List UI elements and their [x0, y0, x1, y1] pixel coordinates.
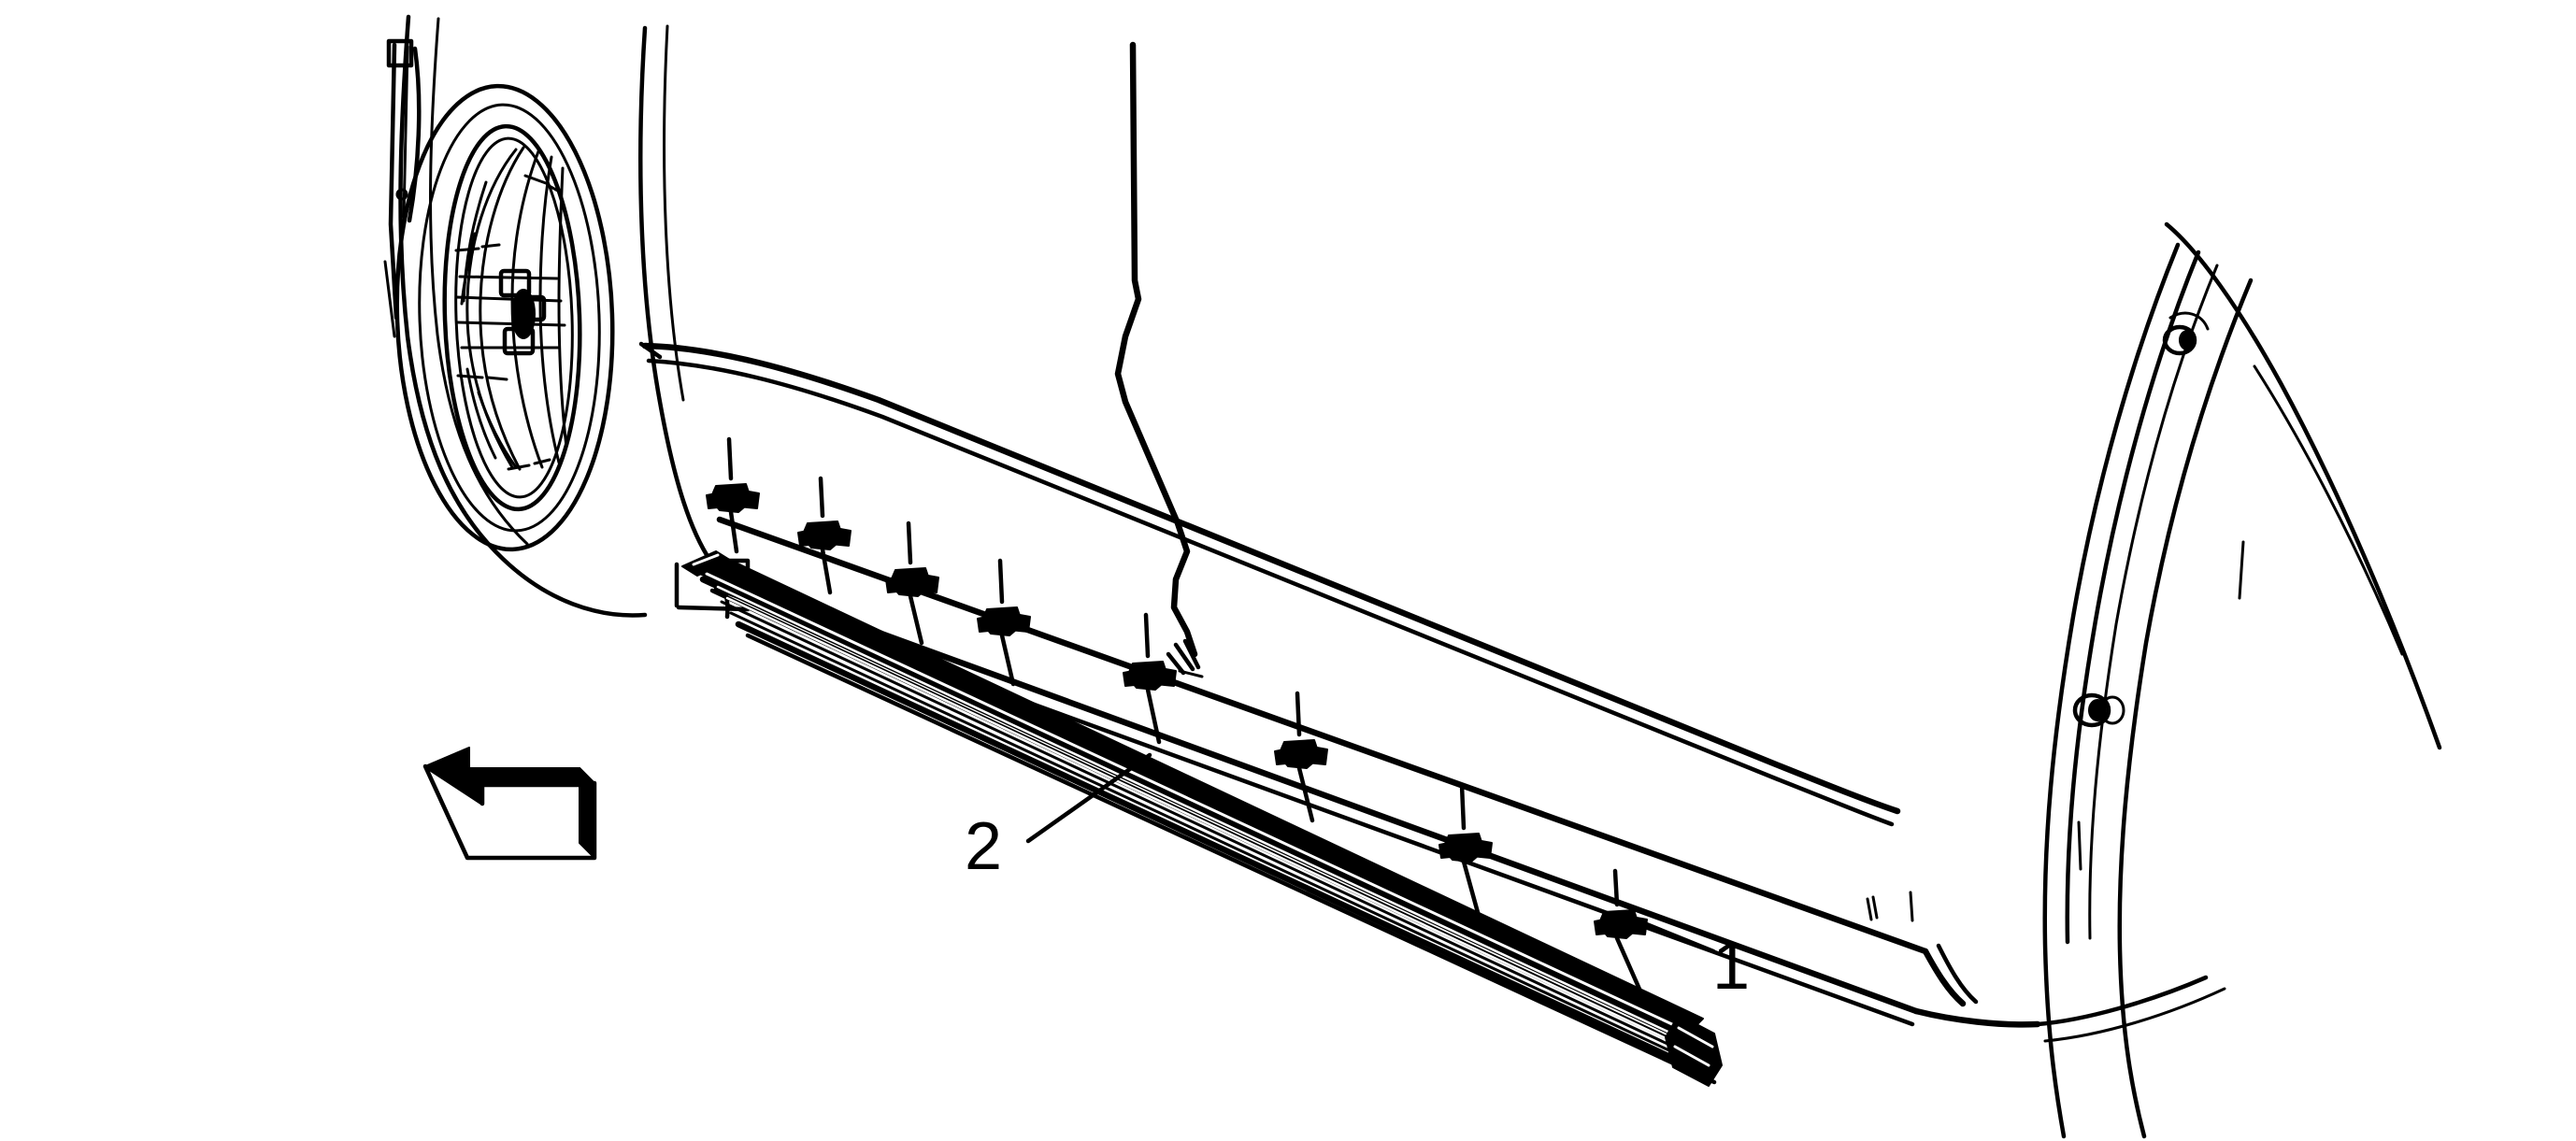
rear-quarter-panel [1866, 221, 2442, 1139]
front-fender [398, 14, 730, 620]
vehicle-body-group [383, 14, 2442, 1139]
front-jamb-detail [383, 38, 422, 338]
retainer-clip[interactable] [1123, 612, 1177, 745]
front-wheel-and-tire [394, 83, 615, 552]
wheel-spokes [454, 146, 568, 471]
callout-2: 2 [965, 752, 1152, 884]
quarter-panel-fastener-lower [2072, 692, 2125, 728]
rear-door-edge [1922, 943, 1979, 1007]
callout-1-label: 1 [1712, 929, 1750, 1004]
direction-arrow [422, 747, 597, 861]
callout-2-label: 2 [965, 809, 1002, 884]
retainer-clip[interactable] [706, 436, 760, 554]
molding-end-cap-right [1665, 1014, 1723, 1087]
retainer-clip[interactable] [977, 558, 1031, 687]
door-gap-seam [1114, 41, 1204, 678]
retainer-clip[interactable] [1438, 782, 1493, 919]
retainer-clip[interactable] [1274, 691, 1328, 823]
retainer-clip[interactable] [885, 521, 939, 646]
retainer-clip[interactable] [797, 476, 852, 595]
rocker-sill-flange [638, 341, 1901, 827]
quarter-panel-fastener-upper [2162, 311, 2210, 356]
callout-2-leader [1025, 752, 1152, 844]
rocker-panel-molding[interactable] [681, 550, 1723, 1087]
callout-1: 1 [1616, 910, 1750, 1004]
callout-1-leader [1616, 910, 1716, 954]
